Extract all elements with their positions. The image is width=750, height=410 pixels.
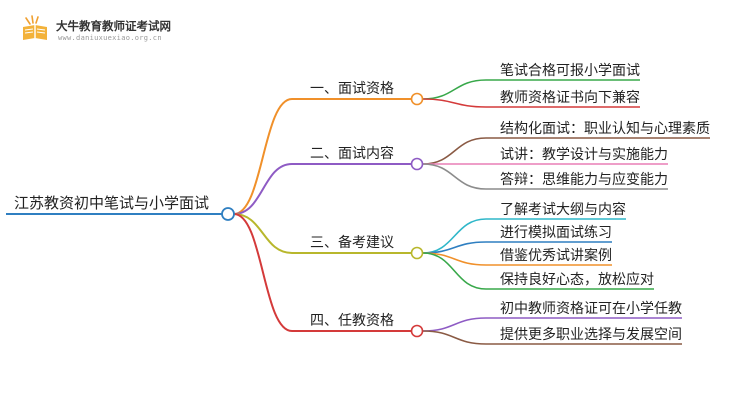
leaf-label[interactable]: 教师资格证书向下兼容 [500,89,640,106]
branch-label[interactable]: 二、面试内容 [310,145,394,162]
book-logo-icon [23,15,47,40]
branch-label[interactable]: 三、备考建议 [310,234,394,251]
branch-node-toggle[interactable] [410,157,424,171]
branch-label[interactable]: 一、面试资格 [310,81,394,97]
leaf-label[interactable]: 提供更多职业选择与发展空间 [500,326,682,343]
leaf-connector [422,79,487,100]
branch-connector [233,213,293,332]
leaf-connector [422,252,487,290]
leaf-label[interactable]: 进行模拟面试练习 [500,225,612,241]
leaf-label[interactable]: 结构化面试：职业认知与心理素质 [500,120,710,137]
leaf-connector [422,98,487,108]
leaf-connector [422,330,487,345]
root-node-toggle[interactable] [221,207,235,221]
leaf-label[interactable]: 初中教师资格证可在小学任教 [500,300,682,317]
site-name: 大牛教育教师证考试网 [56,19,171,33]
leaf-connector [422,137,487,165]
site-logo[interactable]: 大牛教育教师证考试网 www.daniuxuexiao.org.cn [14,8,204,48]
leaf-label[interactable]: 借鉴优秀试讲案例 [500,247,612,264]
root-label[interactable]: 江苏教资初中笔试与小学面试 [14,194,209,212]
branch-label[interactable]: 四、任教资格 [310,313,394,329]
branch-node-toggle[interactable] [410,246,424,260]
leaf-connector [422,317,487,332]
branch-connector [233,163,293,215]
leaf-label[interactable]: 试讲：教学设计与实施能力 [500,147,668,163]
leaf-label[interactable]: 笔试合格可报小学面试 [500,63,640,79]
branch-node-toggle[interactable] [410,324,424,338]
site-url: www.daniuxuexiao.org.cn [58,34,162,42]
leaf-label[interactable]: 答辩：思维能力与应变能力 [500,171,668,188]
branch-connector [233,213,293,254]
leaf-label[interactable]: 了解考试大纲与内容 [500,201,626,218]
leaf-connector [422,163,487,190]
branch-node-toggle[interactable] [410,92,424,106]
branch-connector [233,98,293,215]
leaf-label[interactable]: 保持良好心态，放松应对 [500,271,654,288]
